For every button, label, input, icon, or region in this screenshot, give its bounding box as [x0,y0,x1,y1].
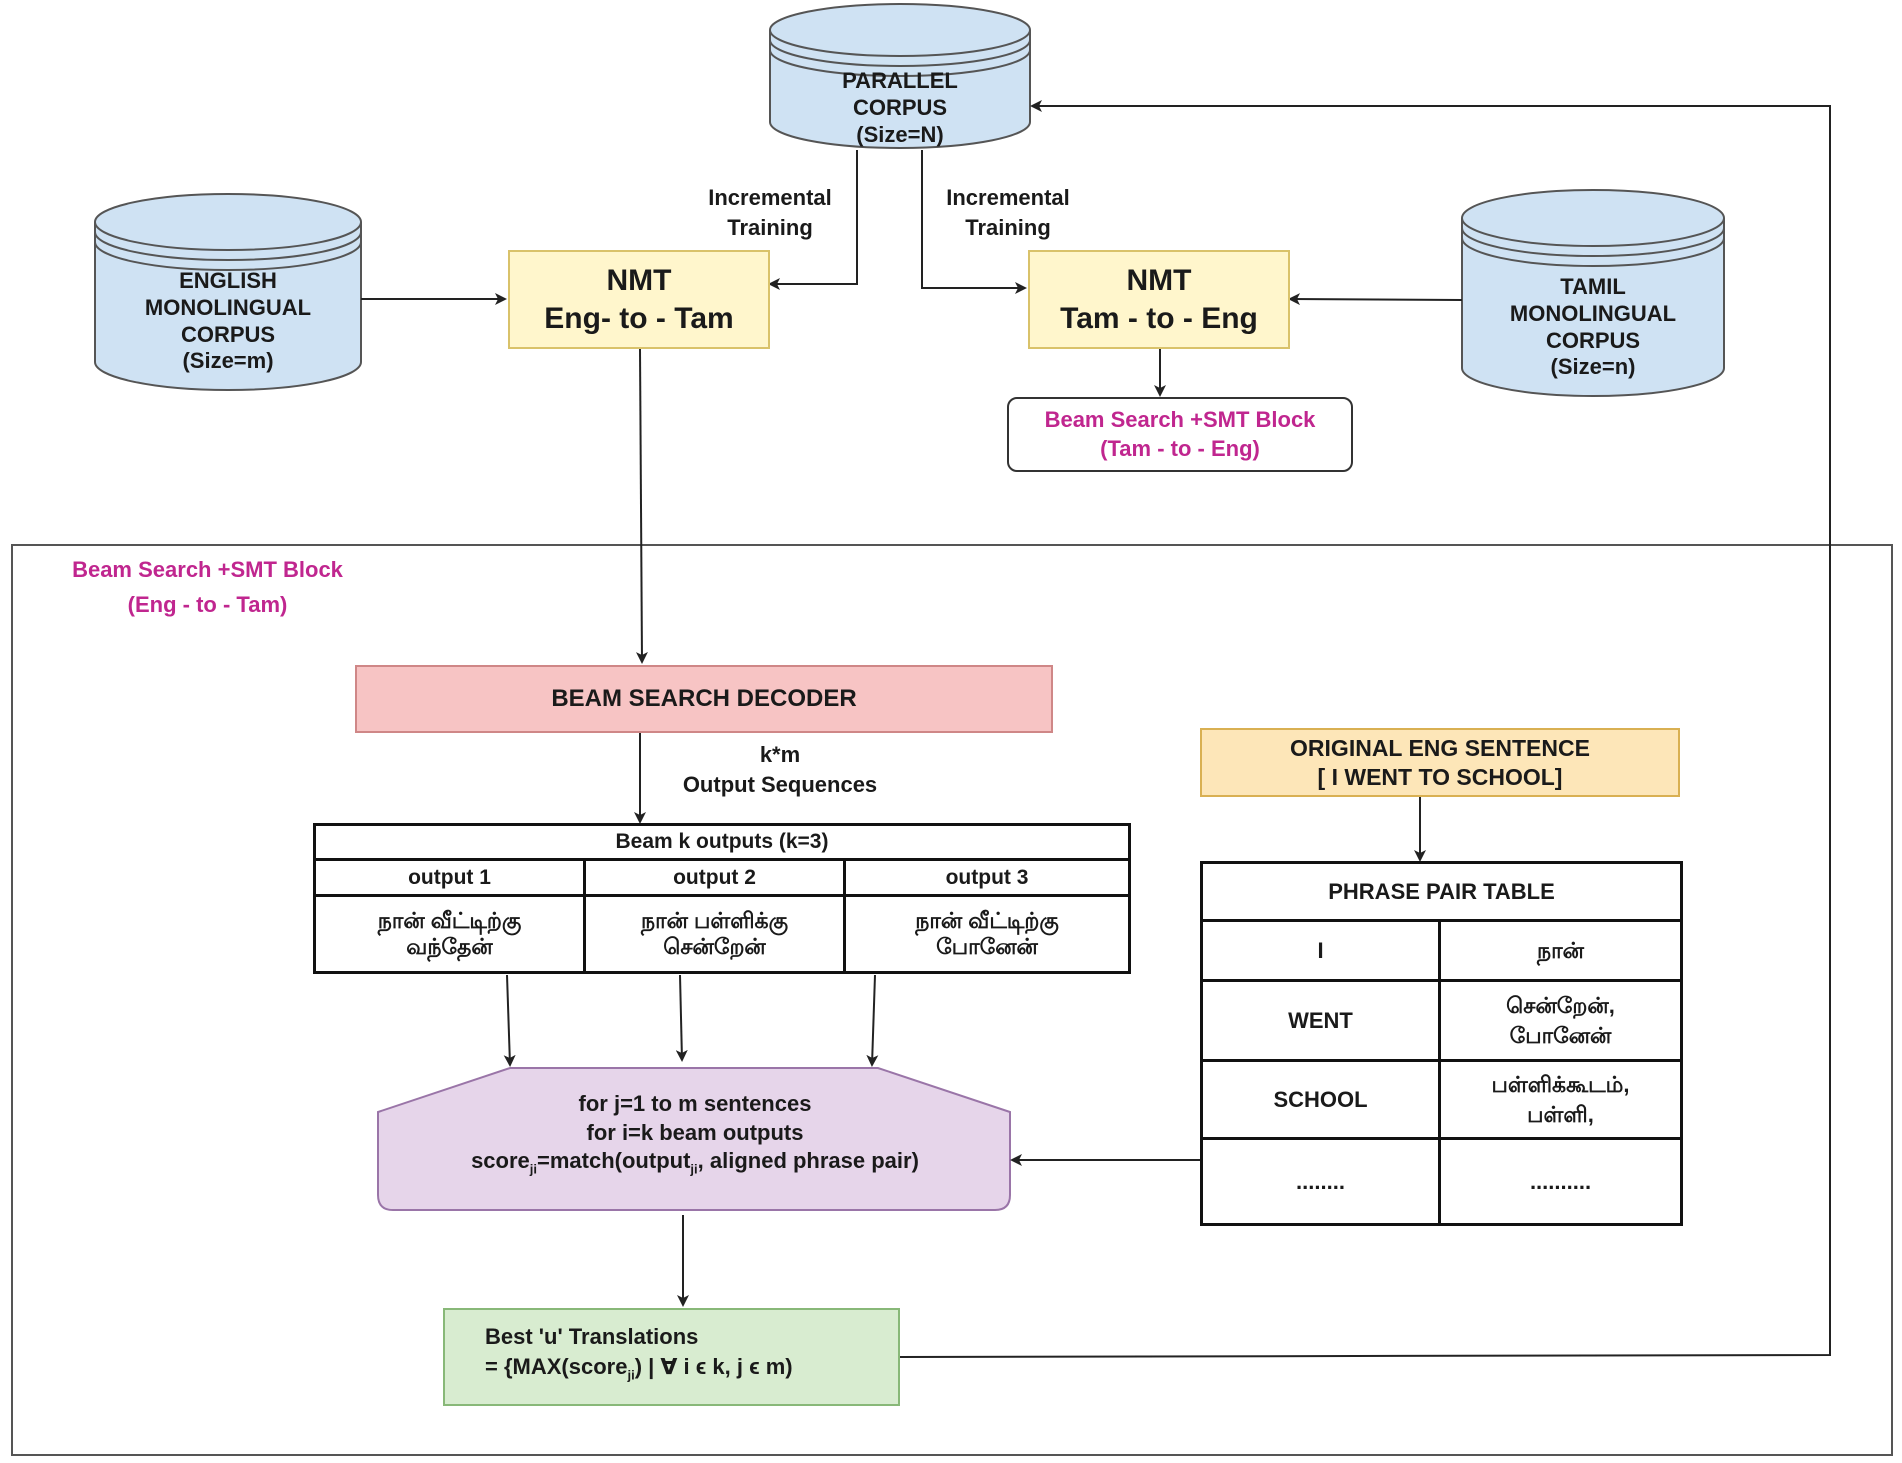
tamil-corpus-cylinder [1461,189,1725,397]
beam-output-header: output 2 [583,858,846,897]
beam-output-3-line1: நான் வீட்டிற்கு [915,907,1059,933]
scoring-block-text: for j=1 to m sentences for i=k beam outp… [380,1090,1010,1178]
phrase-pair-tam: பள்ளிக்கூடம், பள்ளி, [1438,1059,1683,1140]
feedback-arrow-best-to-parallel-corpus [899,100,1831,1358]
english-corpus-label: ENGLISH MONOLINGUAL CORPUS (Size=m) [95,268,361,375]
phrase-pair-tam: நான் [1438,919,1683,982]
nmt-tam-eng-title: NMT [1126,264,1192,297]
incremental-training-right: Incremental Training [928,183,1088,242]
beam-output-header: output 3 [842,858,1132,897]
phrase-pair-tam: சென்றேன், போனேன் [1438,979,1683,1062]
english-corpus-cylinder [94,193,362,391]
smt-block-container [11,544,1893,1456]
tamil-corpus-line2: MONOLINGUAL [1509,300,1677,326]
phrase-pair-eng: I [1200,919,1441,982]
original-sentence-title: ORIGINAL ENG SENTENCE [1290,734,1590,761]
scoring-line2: for i=k beam outputs [586,1119,804,1145]
nmt-eng-to-tam-box: NMT Eng- to - Tam [508,250,770,349]
output-sequences-label: k*m Output Sequences [650,740,910,799]
tamil-corpus-line4: (Size=n) [1550,354,1636,380]
tamil-corpus-label: TAMIL MONOLINGUAL CORPUS (Size=n) [1462,274,1724,381]
scoring-subscript: ji [690,1161,698,1177]
best-translations-box: Best 'u' Translations = {MAX(scoreji) | … [443,1308,900,1406]
phrase-pair-eng: WENT [1200,979,1441,1062]
scoring-line3: scoreji=match(outputji, aligned phrase p… [380,1147,1010,1178]
smt-tam-eng-direction: (Tam - to - Eng) [1100,435,1260,461]
beam-search-decoder: BEAM SEARCH DECODER [355,665,1053,733]
output-sequences-line1: k*m [759,742,801,767]
nmt-tam-to-eng-box: NMT Tam - to - Eng [1028,250,1290,349]
beam-outputs-table: Beam k outputs (k=3) output 1 output 2 o… [312,823,1132,974]
arrow-parallel-to-nmt-eng-tam [768,150,858,290]
best-formula-suffix: ) | ∀ i ϵ k, j ϵ m) [634,1353,793,1379]
scoring-line1: for j=1 to m sentences [578,1091,812,1116]
parallel-corpus-label: PARALLEL CORPUS (Size=N) [770,68,1030,148]
phrase-pair-tam-line: பள்ளி, [1527,1101,1594,1127]
best-formula-prefix: = {MAX(score [485,1353,628,1379]
best-translations-title: Best 'u' Translations [485,1324,699,1349]
scoring-match-word: =match(output [537,1148,691,1174]
beam-output-1-line2: வந்தேன் [406,934,493,959]
arrow-output1-to-scoring [503,974,516,1067]
beam-output-3-line2: போனேன் [936,934,1038,959]
scoring-score-word: score [471,1148,530,1174]
nmt-tam-eng-direction: Tam - to - Eng [1060,301,1258,335]
tamil-corpus-line3: CORPUS [1545,327,1641,353]
smt-block-tam-eng: Beam Search +SMT Block (Tam - to - Eng) [1007,397,1353,472]
incremental-left-line1: Incremental [708,185,832,210]
phrase-pair-tam: .......... [1438,1137,1683,1226]
english-corpus-line1: ENGLISH [179,268,277,293]
phrase-pair-tam-line: சென்றேன், [1506,992,1615,1018]
best-formula-subscript: ji [627,1367,635,1383]
phrase-pair-title: PHRASE PAIR TABLE [1200,861,1683,922]
nmt-eng-tam-direction: Eng- to - Tam [544,301,734,335]
original-sentence-text: [ I WENT TO SCHOOL] [1317,763,1563,790]
arrow-parallel-to-nmt-tam-eng [921,150,1027,294]
incremental-right-line2: Training [965,214,1051,240]
parallel-corpus-line2: CORPUS [852,94,948,120]
parallel-corpus-line3: (Size=N) [856,121,944,147]
english-corpus-line3: CORPUS [180,321,276,347]
smt-block-eng-tam-label: Beam Search +SMT Block (Eng - to - Tam) [30,552,385,622]
scoring-phrase-pair-word: , aligned phrase pair) [697,1148,919,1174]
phrase-pair-eng: SCHOOL [1200,1059,1441,1140]
phrase-pair-tam-line: நான் [1537,937,1584,963]
english-corpus-line4: (Size=m) [182,348,274,374]
output-sequences-line2: Output Sequences [682,771,878,797]
best-translations-formula: = {MAX(scoreji) | ∀ i ϵ k, j ϵ m) [485,1352,898,1384]
arrow-output2-to-scoring [675,974,688,1062]
phrase-pair-table: PHRASE PAIR TABLE I நான் WENT சென்றேன், … [1200,861,1683,1226]
beam-output-2-line1: நான் பள்ளிக்கு [640,907,789,933]
scoring-block-shape [377,1067,1011,1211]
smt-tam-eng-title: Beam Search +SMT Block [1044,406,1316,432]
beam-search-decoder-label: BEAM SEARCH DECODER [551,685,857,712]
incremental-left-line2: Training [727,214,813,240]
arrow-output3-to-scoring [866,974,879,1067]
phrase-pair-eng: ........ [1200,1137,1441,1226]
smt-eng-tam-direction: (Eng - to - Tam) [127,592,288,618]
beam-outputs-title: Beam k outputs (k=3) [312,823,1132,861]
beam-output-2-line2: சென்றேன் [663,934,766,959]
phrase-pair-tam-line: போனேன் [1509,1022,1612,1048]
scoring-subscript: ji [529,1161,538,1177]
beam-output-cell: நான் வீட்டிற்கு வந்தேன் [313,894,586,974]
incremental-right-line1: Incremental [946,185,1070,210]
incremental-training-left: Incremental Training [690,183,850,242]
arrow-nmt-eng-tam-to-decoder [635,348,648,664]
arrow-tamil-corpus-to-nmt [1288,293,1463,306]
smt-eng-tam-title: Beam Search +SMT Block [72,557,343,582]
beam-output-cell: நான் வீட்டிற்கு போனேன் [842,894,1132,974]
parallel-corpus-cylinder [769,3,1031,149]
nmt-eng-tam-title: NMT [606,264,672,297]
beam-output-cell: நான் பள்ளிக்கு சென்றேன் [583,894,846,974]
phrase-pair-tam-line: பள்ளிக்கூடம், [1491,1071,1630,1097]
parallel-corpus-line1: PARALLEL [842,68,958,93]
tamil-corpus-line1: TAMIL [1560,274,1626,299]
english-corpus-line2: MONOLINGUAL [144,294,312,320]
phrase-pair-tam-line: .......... [1529,1168,1592,1194]
beam-output-1-line1: நான் வீட்டிற்கு [377,907,522,933]
beam-output-header: output 1 [313,858,586,897]
original-eng-sentence: ORIGINAL ENG SENTENCE [ I WENT TO SCHOOL… [1200,728,1680,797]
